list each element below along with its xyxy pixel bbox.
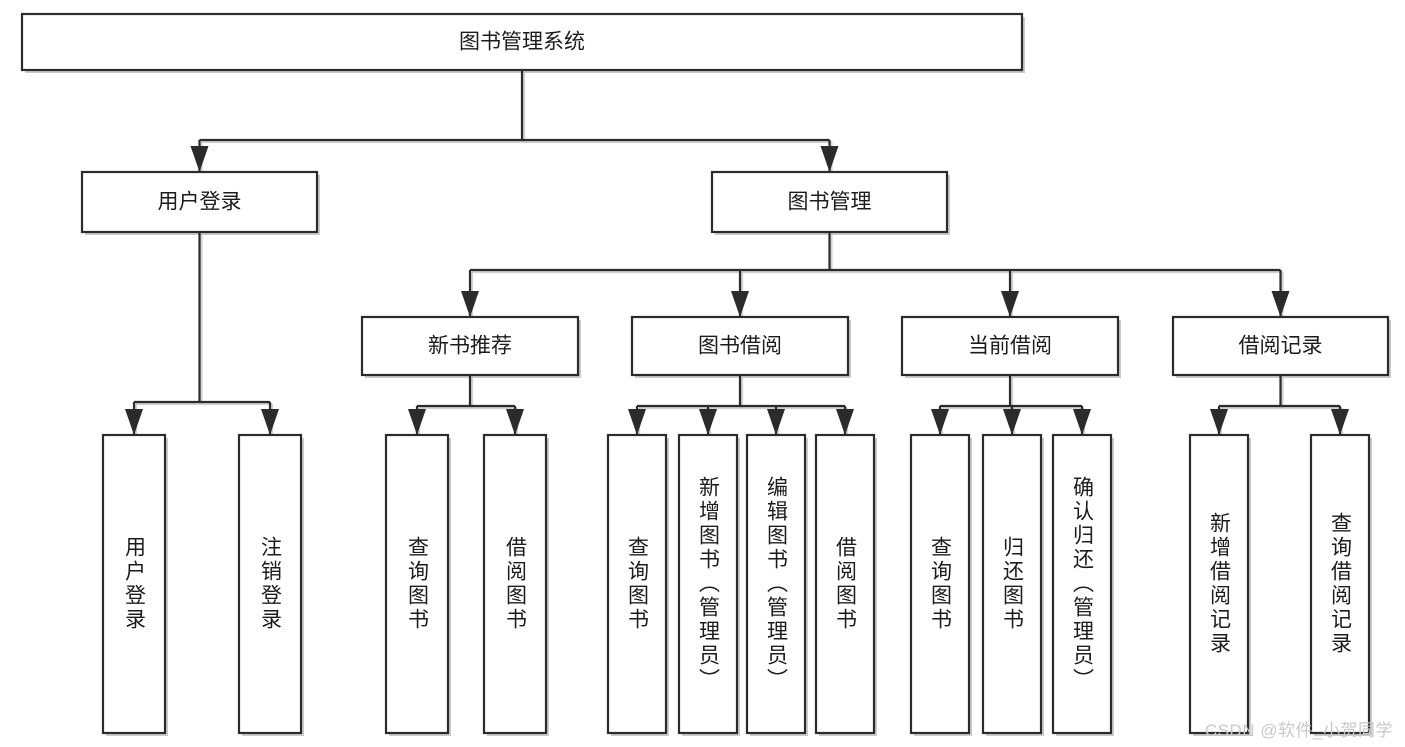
leaf-leaf-borrow-book-2[interactable] [814,433,876,735]
arrow-head-icon [836,409,854,435]
leaf-leaf-return-book[interactable] [981,433,1043,735]
arrow-head-icon [1073,409,1091,435]
leaf-leaf-query-record[interactable] [1309,433,1371,735]
node-book-borrow[interactable] [630,315,850,377]
node-label-book-manage: 图书管理 [788,191,872,214]
arrow-head-icon [1001,291,1019,317]
leaf-leaf-query-book-2[interactable] [606,433,668,735]
node-current-borrow[interactable] [900,315,1120,377]
node-root[interactable] [20,12,1024,72]
node-label-user-login: 用户登录 [158,191,242,214]
node-new-book-recommend[interactable] [360,315,580,377]
arrow-head-icon [820,146,839,172]
arrow-head-icon [1210,409,1228,435]
arrow-head-icon [461,291,479,317]
node-label-current-borrow: 当前借阅 [968,335,1052,358]
arrow-head-icon [125,409,143,435]
arrow-head-icon [261,409,279,435]
connector-layer [125,70,1349,436]
node-label-borrow-record: 借阅记录 [1239,335,1323,358]
arrow-head-icon [1331,409,1349,435]
node-user-login[interactable] [80,170,319,234]
arrow-head-icon [699,409,717,435]
node-label-book-borrow: 图书借阅 [698,335,782,358]
node-label-new-book-recommend: 新书推荐 [428,335,512,358]
leaf-leaf-query-book-3[interactable] [909,433,971,735]
box-layer [20,12,1390,735]
arrow-head-icon [767,409,785,435]
node-book-manage[interactable] [710,170,949,234]
arrow-head-icon [628,409,646,435]
leaf-leaf-borrow-book-1[interactable] [482,433,548,735]
leaf-leaf-confirm-return[interactable] [1051,433,1113,735]
arrow-head-icon [408,409,426,435]
arrow-head-icon [931,409,949,435]
node-label-root: 图书管理系统 [459,31,585,54]
arrow-head-icon [506,409,524,435]
arrow-head-icon [1003,409,1021,435]
leaf-leaf-query-book-1[interactable] [384,433,450,735]
leaf-leaf-user-login[interactable] [101,433,167,735]
arrow-head-icon [731,291,749,317]
leaf-leaf-add-book[interactable] [677,433,739,735]
node-borrow-record[interactable] [1171,315,1390,377]
arrow-head-icon [1271,291,1290,317]
arrow-head-icon [190,146,209,172]
leaf-leaf-logout[interactable] [237,433,303,735]
watermark-text: CSDN @软件_小贺同学 [1204,721,1393,740]
leaf-leaf-add-record[interactable] [1188,433,1250,735]
leaf-leaf-edit-book[interactable] [745,433,807,735]
